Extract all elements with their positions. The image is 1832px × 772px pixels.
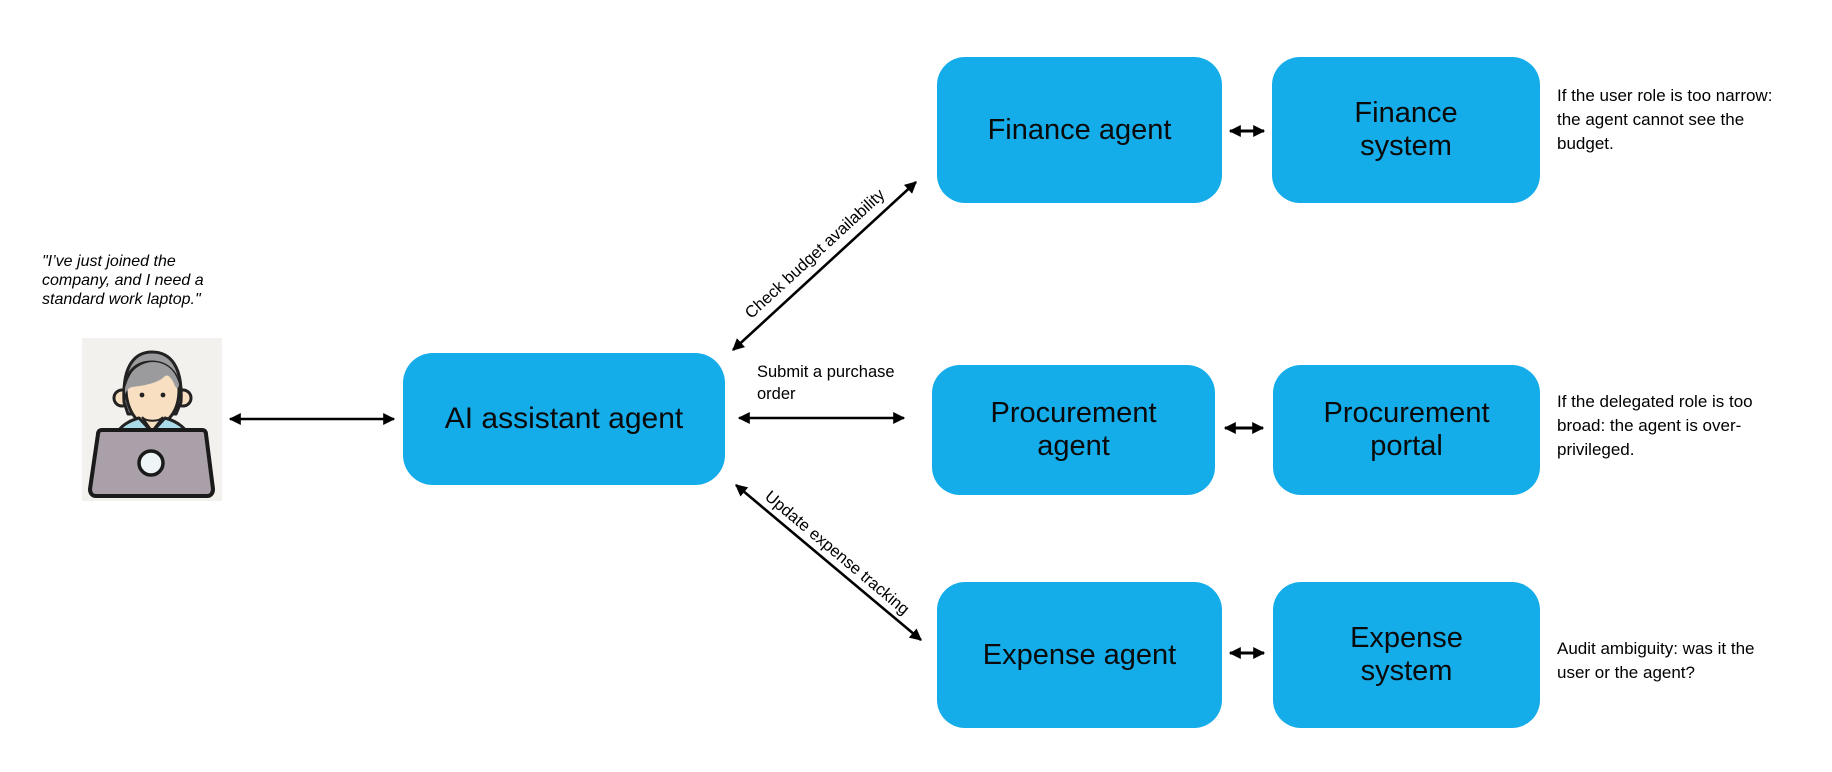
- system-box-expense-label: Expense system: [1350, 622, 1463, 687]
- agent-box-finance: Finance agent: [937, 57, 1222, 203]
- hair-fringe: [125, 362, 179, 394]
- agent-box-expense: Expense agent: [937, 582, 1222, 728]
- connection-label-finance: Check budget availability: [741, 185, 889, 323]
- connection-label-expense: Update expense tracking: [761, 487, 913, 619]
- connection-label-procurement: Submit a purchase order: [757, 363, 895, 403]
- system-box-procurement-label: Procurement portal: [1323, 397, 1490, 462]
- agent-box-finance-label: Finance agent: [987, 113, 1172, 146]
- ai-assistant-agent-box: AI assistant agent: [403, 353, 725, 485]
- system-box-finance: Finance system: [1272, 57, 1540, 203]
- system-box-procurement: Procurement portal: [1273, 365, 1540, 495]
- agent-box-procurement: Procurement agent: [932, 365, 1215, 495]
- person-at-laptop-icon: [80, 332, 225, 504]
- eye-left: [139, 392, 145, 398]
- note-finance: If the user role is too narrow: the agen…: [1557, 86, 1773, 153]
- neck: [141, 416, 164, 433]
- user-quote: "I’ve just joined the company, and I nee…: [42, 253, 204, 308]
- laptop-logo: [137, 449, 165, 477]
- system-box-expense: Expense system: [1273, 582, 1540, 728]
- system-box-finance-label: Finance system: [1354, 97, 1458, 162]
- ai-assistant-agent-label: AI assistant agent: [444, 402, 684, 435]
- arrow-assistant-finance: [732, 181, 917, 351]
- agent-box-procurement-label: Procurement agent: [990, 397, 1157, 462]
- eye-right: [160, 392, 166, 398]
- agent-box-expense-label: Expense agent: [982, 638, 1177, 671]
- note-expense: Audit ambiguity: was it the user or the …: [1557, 639, 1755, 682]
- note-procurement: If the delegated role is too broad: the …: [1557, 392, 1753, 459]
- arrow-assistant-expense: [735, 484, 922, 641]
